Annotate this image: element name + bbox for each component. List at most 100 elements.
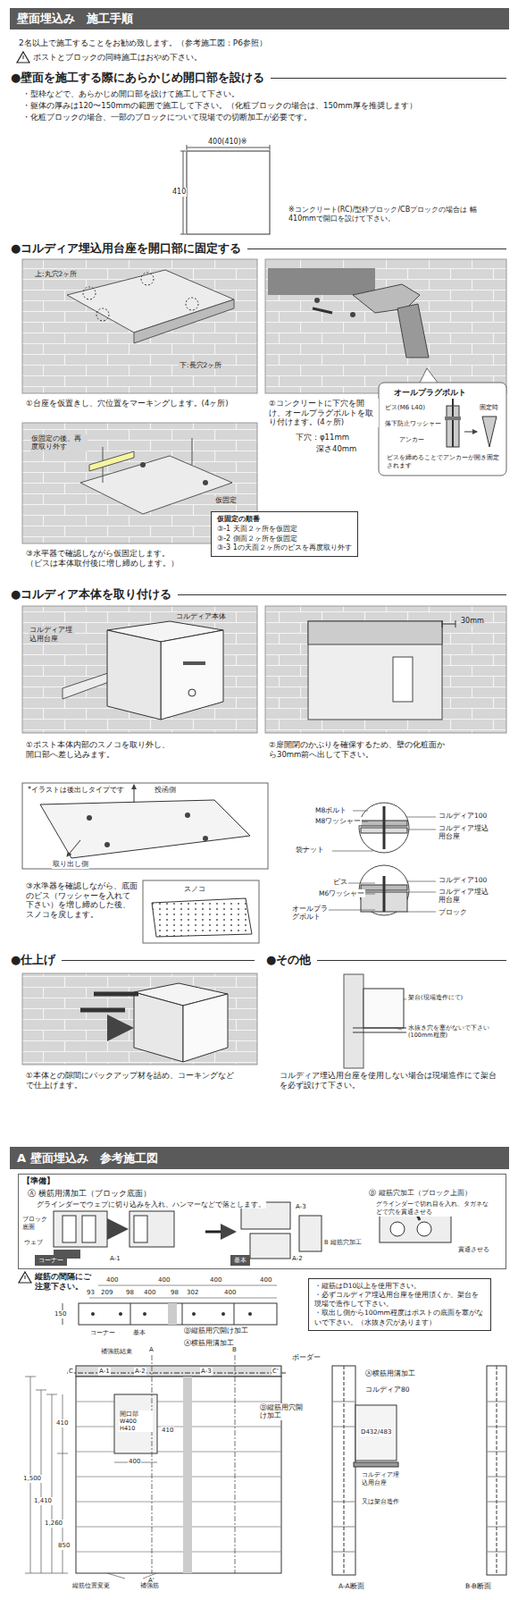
label-text: ・化粧ブロックの場合、一部のブロックについて現場での切断加工が必要です。 xyxy=(21,112,313,123)
label-text: 固定時 xyxy=(478,403,500,412)
label-text: ウェブ xyxy=(23,1237,44,1246)
label-text: ビスを締めることでアンカーが開き固定されます xyxy=(385,453,504,470)
label-text: B 縦筋穴加工 xyxy=(323,1237,363,1245)
label-text: 400 xyxy=(223,1287,237,1296)
label-text: *イラストは後出しタイプです xyxy=(26,785,126,794)
label-text: ①ポスト本体内部のスノコを取り外し、開口部へ差し込みます。 xyxy=(25,739,175,759)
box-text: 【準備】 xyxy=(22,1175,502,1187)
label-text: ボーダー xyxy=(291,1352,322,1361)
label-text: Ⓑ縦筋用穴開け加工 xyxy=(259,1402,308,1420)
box-text: A 壁面埋込み 参考施工図 xyxy=(16,1149,502,1166)
label-text: Ⓐ横筋用溝加工 xyxy=(183,1337,235,1346)
section-band: A 壁面埋込み 参考施工図 xyxy=(9,1145,510,1169)
label-text: 補強筋 xyxy=(139,1580,160,1589)
label-text: コルディア本体 xyxy=(175,611,227,621)
label-text: 400 xyxy=(208,1275,223,1284)
label-text: A-3 xyxy=(294,1202,308,1211)
section-heading: ●その他 xyxy=(265,952,312,967)
label-text: 1,260 xyxy=(43,1518,64,1527)
box-text: コーナー xyxy=(38,1254,64,1264)
label-text: ①本体との隙間にバックアップ材を詰め、コーキングなどで仕上げます。 xyxy=(25,1069,242,1089)
title-text: 壁面埋込み 施工手順 xyxy=(9,8,510,30)
label-text: 410 xyxy=(55,1418,69,1427)
label-text: コルディア埋込用台座 xyxy=(360,1470,406,1487)
label-text: アンカー xyxy=(398,435,426,444)
label-text: 2名以上で施工することをお勧め致します。（参考施工図：P6参照） xyxy=(17,38,268,49)
label-text: A-A断面 xyxy=(337,1580,366,1589)
label-text: 上:丸穴2ヶ所 xyxy=(33,269,78,278)
label-text: ③水準器を確認しながら、底面のビス（ワッシャーを入れて下さい）を増し締めした後、… xyxy=(25,880,139,920)
label-text: ・型枠などで、あらかじめ開口部を設けて施工して下さい。 xyxy=(21,89,241,100)
label-text: ②扉開閉のかぶりを確保するため、壁の化粧面から30mm前へ出して下さい。 xyxy=(267,739,453,759)
label-text: 93 xyxy=(85,1287,96,1296)
label-text: コルディア埋込用台座 xyxy=(437,886,495,904)
label-text: 400 xyxy=(105,1275,119,1284)
label-text: オールプラグボルト xyxy=(392,387,468,398)
label-text: 410 xyxy=(171,187,187,197)
label-text: ②コンクリートに下穴を開け、オールプラグボルトを取り付けます。(4ヶ所) xyxy=(267,398,379,427)
label-text: 302 xyxy=(185,1287,200,1296)
box-text: ③-3 1の天面２ヶ所のビスを再度取り外す xyxy=(217,543,352,553)
label-text: 架台(現場造作にて) xyxy=(407,993,464,1001)
label-text: 209 xyxy=(100,1287,114,1296)
label-text: A-2 xyxy=(133,1366,147,1375)
label-text: 水抜き穴を塞がないで下さい (100mm程度) xyxy=(407,1023,499,1038)
label-text: Ⓑ 縦筋穴加工（ブロック上面） xyxy=(367,1187,473,1197)
label-text: グラインダーで切れ目を入れ、タガネなどで穴を貫通させる xyxy=(375,1199,493,1216)
label-text: B xyxy=(231,1345,238,1354)
label-text: C xyxy=(67,1366,75,1375)
box-text: 基本 xyxy=(233,1254,247,1264)
label-text: 400 xyxy=(127,1456,142,1465)
label-text: ・躯体の厚みは120〜150mmの範囲で施工して下さい。（化粧ブロックの場合は、… xyxy=(21,100,418,111)
section-heading: ●コルディア本体を取り付ける xyxy=(9,586,173,602)
box-text: ・取出し側から100mm程度はポストの底面を塞がないで下さい。（水抜き穴がありま… xyxy=(314,1307,485,1326)
heading-rule xyxy=(61,959,255,961)
label-text: 仮固定 xyxy=(214,495,238,504)
label-text: C' xyxy=(271,1366,280,1375)
label-text: コルディア埋込用台座を使用しない場合は現場造作にて架台を必ず設けて下さい。 xyxy=(278,1069,504,1089)
label-text: コーナー xyxy=(89,1328,117,1337)
label-text: コルディア80 xyxy=(364,1384,411,1393)
label-text: 落下防止ワッシャー xyxy=(384,419,443,428)
label-text: 又は架台造作 xyxy=(360,1496,401,1505)
label-text: 400(410)※ xyxy=(207,137,248,147)
label-text: Ⓐ横筋用溝加工 xyxy=(364,1368,417,1377)
label-text: A xyxy=(148,1345,155,1354)
heading-rule xyxy=(317,959,507,961)
label-text: コルディア埋込用台座 xyxy=(437,823,495,841)
label-text: ビス(M6 L40) xyxy=(384,403,427,412)
label-text: ポストとブロックの同時施工はおやめ下さい。 xyxy=(32,52,203,63)
heading-rule xyxy=(247,248,507,250)
label-text: 98 xyxy=(125,1287,135,1296)
label-text: オールプラグボルト xyxy=(291,903,329,921)
label-text: ③水平器で確認しながら仮固定します。（ビスは本体取付後に増し締めします。） xyxy=(25,548,184,568)
label-text: M6ワッシャー xyxy=(317,888,366,897)
label-text: 深さ40mm xyxy=(315,443,358,454)
section-heading: ●仕上げ xyxy=(9,952,57,967)
label-text: 下穴：φ11mm xyxy=(294,432,351,443)
label-text: 410 xyxy=(160,1425,175,1434)
heading-rule xyxy=(177,593,507,595)
label-text: ブロック底面 xyxy=(21,1214,51,1231)
label-text: A-1 xyxy=(108,1253,122,1262)
label-text: 下:長穴2ヶ所 xyxy=(178,360,223,369)
box-text: ・必ずコルディア埋込用台座を使用頂くか、架台を現場で造作して下さい。 xyxy=(314,1289,485,1308)
label-text: コルディア100 xyxy=(437,875,488,884)
box-text: ③-1 天面２ヶ所を仮固定 xyxy=(217,524,352,535)
label-text: コルディア埋込用台座 xyxy=(28,625,76,644)
label-text: 縦筋位置変更 xyxy=(71,1580,111,1589)
label-text: ビス xyxy=(332,877,349,886)
label-text: 400 xyxy=(157,1275,171,1284)
tag-box: 基本 xyxy=(230,1253,251,1265)
note-box: ・縦筋はD10以上を使用下さい。・必ずコルディア埋込用台座を使用頂くか、架台を現… xyxy=(308,1277,492,1330)
box-heading: 仮固定の順番 xyxy=(217,514,352,525)
label-text: ※コンクリート(RC)/型枠ブロック/CBブロックの場合は 幅410mmで開口を… xyxy=(287,205,486,224)
label-text: Ⓐ 横筋用溝加工（ブロック底面） xyxy=(26,1187,152,1198)
section-heading: ●コルディア埋込用台座を開口部に固定する xyxy=(9,241,243,256)
label-text: 1,500 xyxy=(22,1473,42,1482)
label-text: スノコ xyxy=(183,884,207,894)
label-text: 400 xyxy=(259,1275,273,1284)
label-text: 袋ナット xyxy=(294,844,326,853)
title-bar: 壁面埋込み 施工手順 xyxy=(9,8,510,30)
label-text: ブロック xyxy=(437,907,468,916)
